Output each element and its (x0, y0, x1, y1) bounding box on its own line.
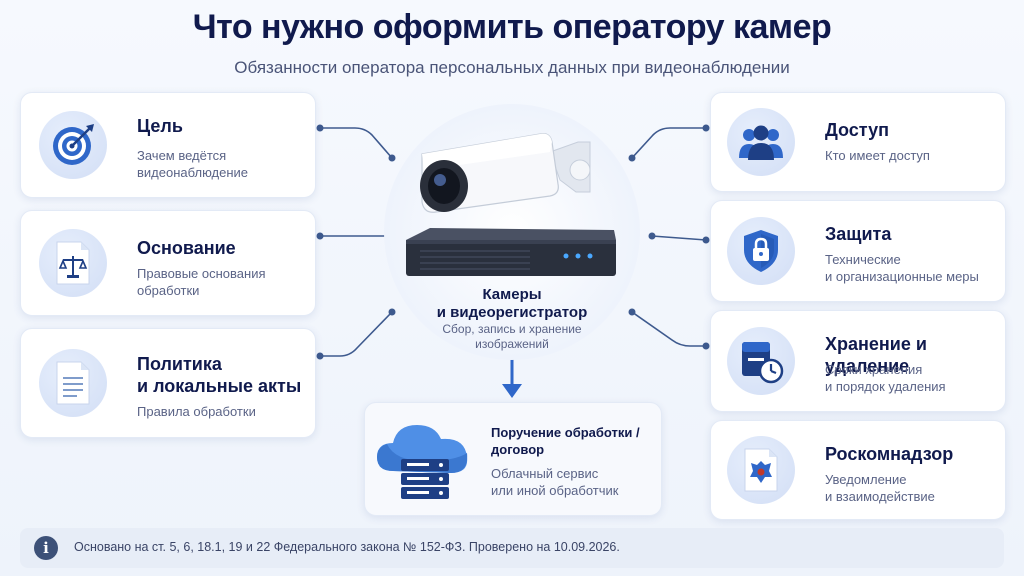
card-basis: Основание Правовые основания обработки (20, 210, 316, 316)
card-processor-title-line1: Поручение обработки / (491, 425, 640, 440)
connector-goal (320, 127, 393, 159)
shield-lock-icon (727, 217, 795, 285)
card-processor-desc-line2: или иной обработчик (491, 483, 619, 498)
card-roskomnadzor-title: Роскомнадзор (825, 444, 954, 464)
card-storage-title: Хранение и удаление (825, 334, 927, 376)
info-icon: i (34, 536, 58, 560)
users-icon (727, 108, 795, 176)
card-protection-title: Защита (825, 224, 892, 244)
card-storage-desc-line1: Сроки хранения (825, 362, 923, 377)
center-title-line1: Камеры (482, 286, 542, 303)
card-basis-title: Основание (137, 238, 236, 258)
legal-document-icon (39, 229, 107, 297)
card-policy: Политика и локальные акты Правила обрабо… (20, 328, 316, 438)
card-access: Доступ Кто имеет доступ (710, 92, 1006, 192)
card-protection-desc-line2: и организационные меры (825, 269, 979, 284)
storage-clock-icon (727, 327, 795, 395)
page-subtitle: Обязанности оператора персональных данны… (234, 58, 790, 77)
cloud-server-icon (375, 417, 475, 507)
card-basis-desc-line2: обработки (137, 283, 200, 298)
card-basis-desc-line1: Правовые основания (137, 266, 266, 281)
connector-protection (651, 235, 707, 241)
center-desc-line1: Сбор, запись и хранение (442, 322, 582, 336)
card-storage-desc-line2: и порядок удаления (825, 379, 946, 394)
card-processor-desc-line1: Облачный сервис (491, 466, 599, 481)
card-roskomnadzor: Роскомнадзор Уведомление и взаимодействи… (710, 420, 1006, 520)
center-desc-line2: изображений (475, 337, 549, 351)
card-roskomnadzor-desc-line1: Уведомление (825, 472, 907, 487)
card-protection: Защита Технические и организационные мер… (710, 200, 1006, 302)
connector-storage (631, 311, 706, 347)
page-title: Что нужно оформить оператору камер (192, 8, 832, 46)
card-policy-title-line2: и локальные акты (137, 376, 302, 396)
camera-dvr-icon (400, 122, 624, 282)
footer-text: Основано на ст. 5, 6, 18.1, 19 и 22 Феде… (74, 540, 620, 554)
connector-access (631, 127, 706, 159)
policy-document-icon (39, 349, 107, 417)
card-goal-title: Цель (137, 116, 183, 136)
card-access-title: Доступ (825, 120, 889, 140)
emblem-document-icon (727, 436, 795, 504)
card-processor: Поручение обработки / договор Облачный с… (364, 402, 662, 516)
center-title-line2: и видеорегистратор (436, 304, 588, 321)
target-icon (39, 111, 107, 179)
card-roskomnadzor-desc-line2: и взаимодействие (825, 489, 935, 504)
card-goal: Цель Зачем ведётся видеонаблюдение (20, 92, 316, 198)
card-goal-desc-line1: Зачем ведётся (137, 148, 227, 163)
card-storage: Хранение и удаление Сроки хранения и пор… (710, 310, 1006, 412)
card-policy-title-line1: Политика (137, 354, 222, 374)
card-access-desc: Кто имеет доступ (825, 148, 930, 163)
card-processor-title-line2: договор (491, 442, 545, 457)
footer-note: i Основано на ст. 5, 6, 18.1, 19 и 22 Фе… (20, 528, 1004, 568)
card-protection-desc-line1: Технические (825, 252, 901, 267)
connector-policy (320, 311, 393, 357)
card-policy-desc: Правила обработки (137, 404, 256, 419)
card-goal-desc-line2: видеонаблюдение (137, 165, 249, 180)
